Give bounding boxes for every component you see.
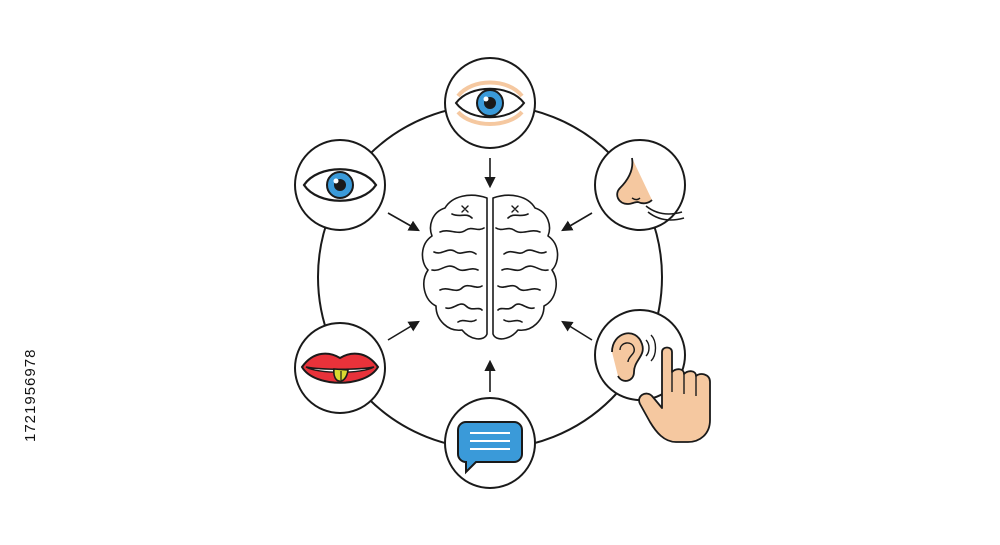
arrow-from-nose: [561, 212, 593, 232]
brain-icon: [421, 194, 559, 340]
node-taste: [294, 322, 386, 414]
node-vision-top: [444, 57, 536, 149]
ear-hand-icon: [611, 332, 711, 443]
arrows: [387, 158, 593, 392]
eye-icon: [454, 80, 526, 126]
arrow-from-left-eye: [387, 212, 420, 232]
mouth-icon: [300, 352, 380, 384]
node-speech: [444, 397, 536, 489]
arrow-from-mouth: [387, 320, 420, 341]
stock-id-label: 1721956978: [22, 348, 39, 442]
speech-bubble-icon: [457, 421, 523, 475]
arrow-from-ear: [561, 320, 593, 341]
eye-icon: [302, 168, 378, 202]
node-smell: [594, 139, 686, 231]
node-vision-left: [294, 139, 386, 231]
nose-icon: [616, 157, 685, 221]
node-hearing-touch: [594, 309, 711, 443]
